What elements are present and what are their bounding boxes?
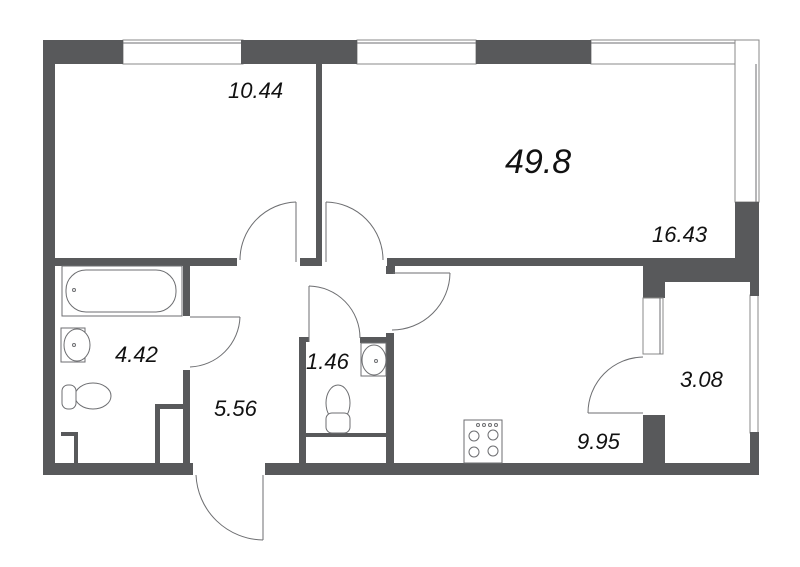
area-label-bathroom: 4.42 xyxy=(115,342,158,367)
sink-icon-bathroom xyxy=(60,327,91,363)
balcony-door-frame xyxy=(642,297,664,355)
toilet-icon-bathroom xyxy=(61,382,112,410)
stove-icon xyxy=(463,419,503,464)
toilet-icon xyxy=(325,384,351,434)
area-label-toilet: 1.46 xyxy=(306,349,349,374)
area-label-balcony: 3.08 xyxy=(680,367,723,392)
area-label-living-room: 16.43 xyxy=(652,222,708,247)
total-area-label: 49.8 xyxy=(505,143,572,181)
sink-icon-toilet xyxy=(360,342,387,377)
windows-top xyxy=(122,39,738,65)
area-label-bedroom: 10.44 xyxy=(228,78,284,103)
bathtub-icon xyxy=(61,265,183,317)
door-swings xyxy=(189,201,644,541)
area-label-kitchen: 9.95 xyxy=(577,429,620,454)
area-label-hallway: 5.56 xyxy=(214,396,257,421)
window-right-balcony xyxy=(749,294,759,434)
window-right-living xyxy=(734,39,760,203)
walls xyxy=(43,40,759,475)
